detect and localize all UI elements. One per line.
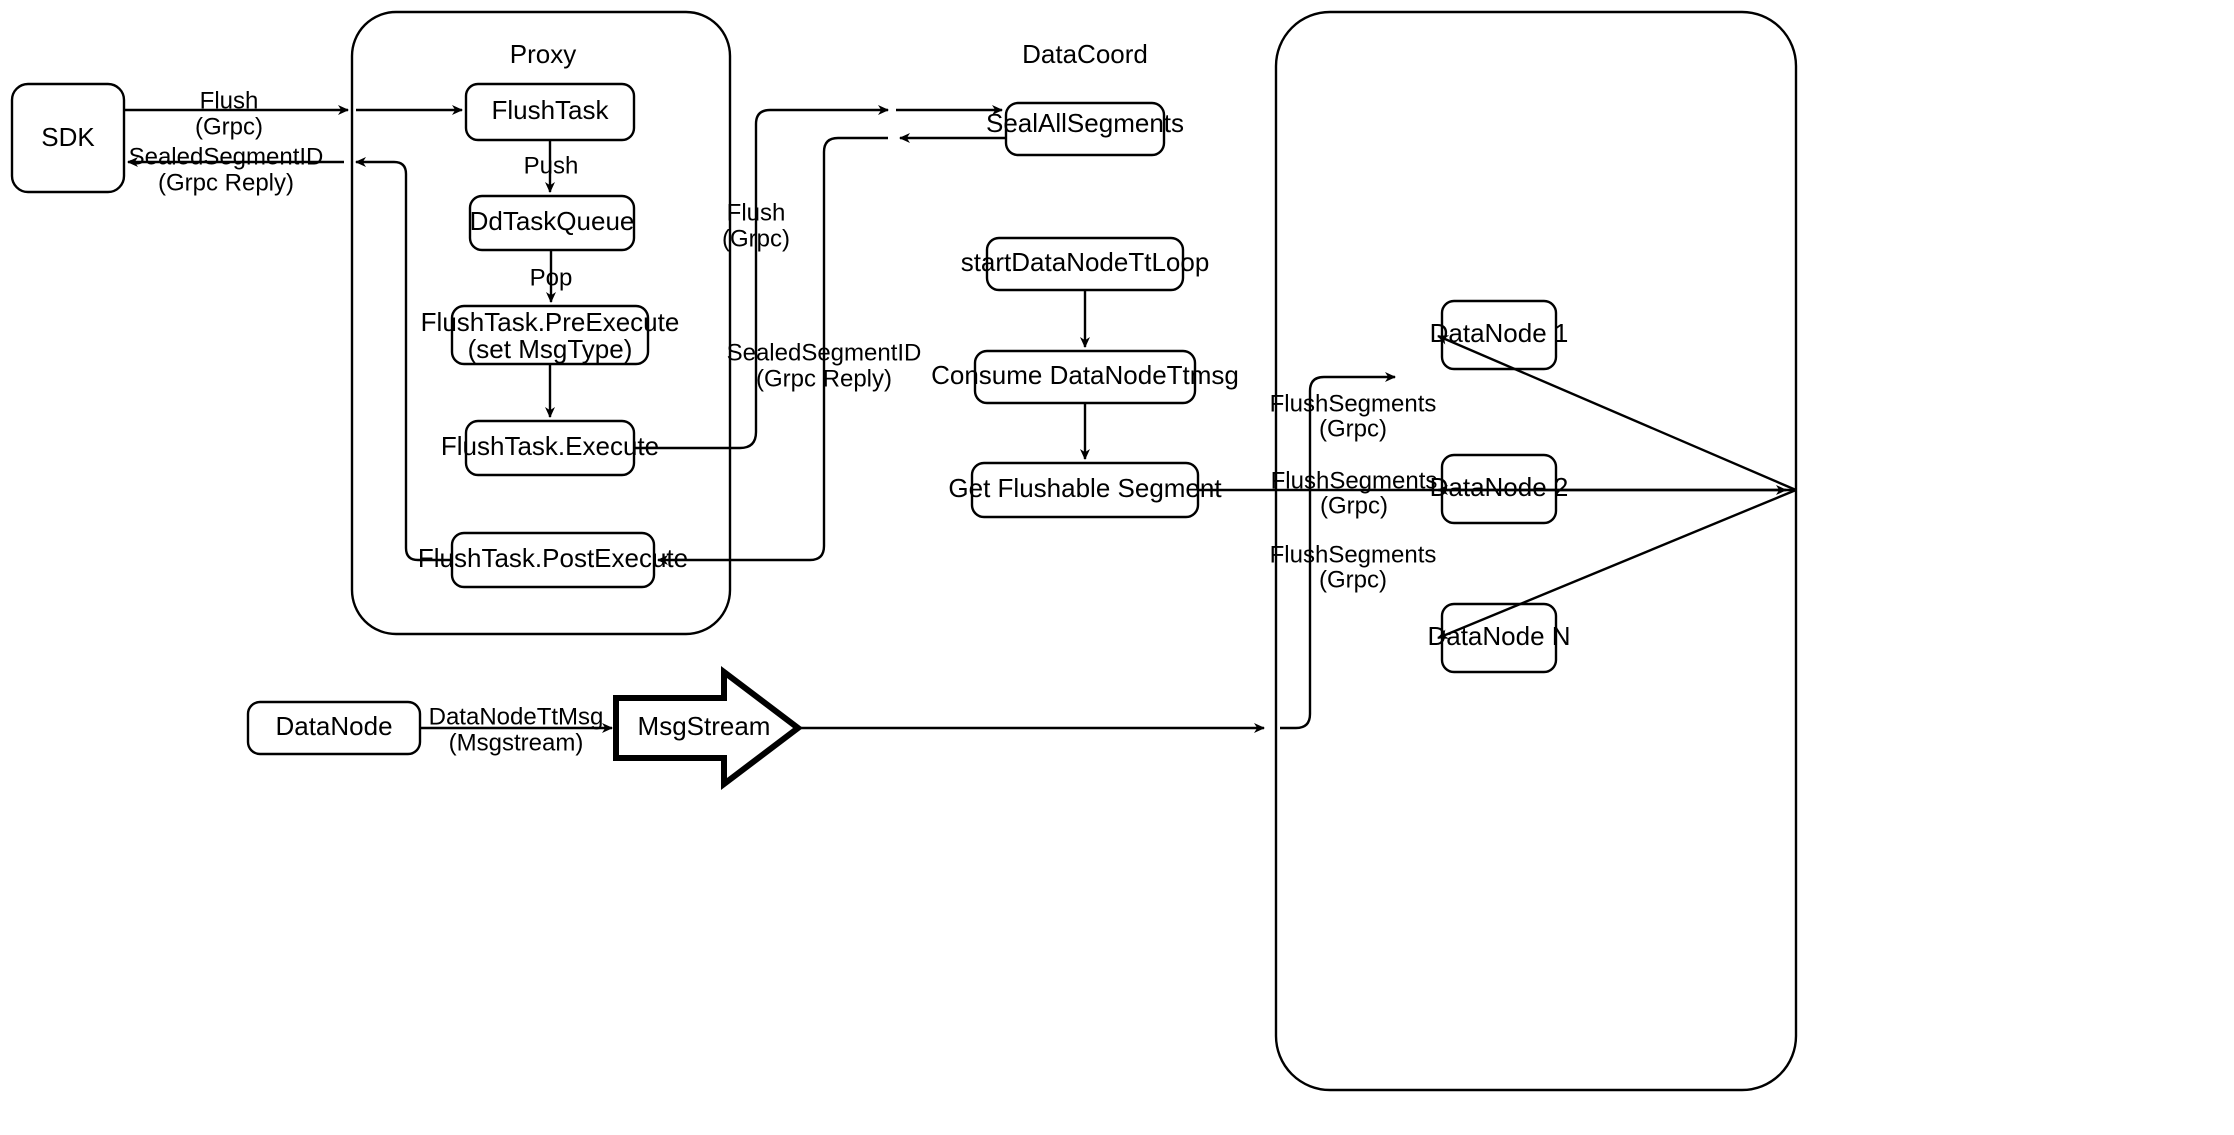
- edge-label-flush-grpc-line1: Flush: [200, 87, 259, 114]
- edge-label-sealedsegmentid-line2: (Grpc Reply): [158, 169, 294, 196]
- label-msgstream: MsgStream: [638, 711, 771, 741]
- proxy-group-label: Proxy: [510, 39, 576, 69]
- edge-datacoord-to-postexecute: [657, 136, 888, 565]
- edge-label-flushsegments-n-line2: (Grpc): [1319, 566, 1387, 593]
- label-flush-task: FlushTask: [491, 95, 609, 125]
- edge-label-flushsegments-1-line2: (Grpc): [1319, 415, 1387, 442]
- edge-label-flushsegments-2-line1: FlushSegments: [1271, 467, 1438, 494]
- proxy-group-container: [350, 10, 732, 636]
- edge-label-flush-grpc-line2: (Grpc): [195, 113, 263, 140]
- label-datanode-2: DataNode 2: [1430, 472, 1569, 502]
- edge-label-datanodettmsg-line1: DataNodeTtMsg: [429, 703, 604, 730]
- edge-label-datanodettmsg-line2: (Msgstream): [449, 729, 584, 756]
- node-sealallsegments[interactable]: [1004, 101, 1166, 157]
- node-sdk[interactable]: [10, 82, 126, 194]
- datacoord-group-label: DataCoord: [1022, 39, 1148, 69]
- edge-label-push: Push: [524, 152, 579, 179]
- label-datanode-1: DataNode 1: [1430, 318, 1569, 348]
- edge-label-flushsegments-1-line1: FlushSegments: [1270, 390, 1437, 417]
- edge-label-coord-to-proxy-line1: SealedSegmentID: [727, 339, 922, 366]
- label-consume-datanodettmsg: Consume DataNodeTtmsg: [931, 360, 1239, 390]
- label-postexecute: FlushTask.PostExecute: [418, 543, 688, 573]
- label-preexecute-line1: FlushTask.PreExecute: [421, 307, 680, 337]
- label-datanode-n: DataNode N: [1427, 621, 1570, 651]
- label-startdatanodettloop: startDataNodeTtLoop: [961, 247, 1210, 277]
- edge-label-proxy-to-coord-line1: Flush: [727, 199, 786, 226]
- label-execute: FlushTask.Execute: [441, 431, 659, 461]
- edge-postexecute-to-sdk-reply: [355, 157, 452, 562]
- label-dd-task-queue: DdTaskQueue: [470, 206, 635, 236]
- edge-label-proxy-to-coord-line2: (Grpc): [722, 225, 790, 252]
- node-msgstream-block-arrow[interactable]: [613, 665, 803, 791]
- edge-msgstream-branch-to-consume: [1280, 372, 1396, 730]
- edge-label-flushsegments-n-line1: FlushSegments: [1270, 541, 1437, 568]
- label-get-flushable-segment: Get Flushable Segment: [948, 473, 1222, 503]
- edge-execute-to-sealallsegments: [634, 105, 889, 450]
- edge-label-coord-to-proxy-line2: (Grpc Reply): [756, 365, 892, 392]
- label-sdk: SDK: [41, 122, 95, 152]
- label-preexecute-line2: (set MsgType): [468, 334, 633, 364]
- datacoord-group-container: [1274, 10, 1798, 1092]
- node-datanode-1[interactable]: [1440, 299, 1558, 371]
- edge-label-sealedsegmentid-line1: SealedSegmentID: [129, 143, 324, 170]
- edge-flushsegments-to-datanode-1: [1437, 334, 1797, 492]
- edge-label-pop: Pop: [530, 264, 573, 291]
- edge-label-flushsegments-2-line2: (Grpc): [1320, 492, 1388, 519]
- edge-flushsegments-to-datanode-n: [1437, 488, 1797, 640]
- label-sealallsegments: SealAllSegments: [986, 108, 1184, 138]
- label-datanode-producer: DataNode: [275, 711, 392, 741]
